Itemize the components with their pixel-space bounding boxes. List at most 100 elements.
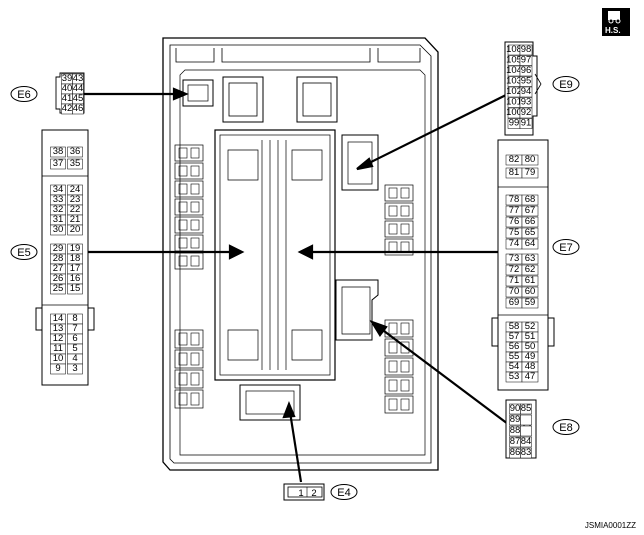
pin-e7-80: 80 [525,154,536,165]
pin-e9-96: 96 [521,65,532,76]
pin-e7-57: 57 [509,331,520,342]
connector-e4: 1 2 E4 [283,483,358,501]
pin-e7-75: 75 [509,227,520,238]
pin-e9-94: 94 [521,86,532,97]
pin-e8-84: 84 [521,436,532,447]
pin-e9-97: 97 [521,55,532,66]
pin-e6-41: 41 [62,93,73,104]
arrowhead-e8 [369,319,388,337]
pin-e5-22: 22 [70,204,81,215]
pin-e8-85: 85 [521,403,532,414]
pin-e5-35: 35 [70,158,81,169]
pin-e5-34: 34 [53,184,64,195]
pin-e7-71: 71 [509,275,520,286]
pin-e9-102: 102 [506,86,522,97]
pin-e8-86: 86 [510,447,521,458]
connector-e4-pin-1: 1 [298,488,303,499]
pin-e5-37: 37 [53,158,64,169]
pin-e5-32: 32 [53,204,64,215]
figure-code: JSMIA0001ZZ [585,521,636,530]
pin-e7-76: 76 [509,216,520,227]
pin-e7-61: 61 [525,275,536,286]
hs-badge-text: H.S. [605,26,621,35]
pin-e7-65: 65 [525,227,536,238]
pin-e7-81: 81 [509,167,520,178]
pin-e7-77: 77 [509,205,520,216]
pin-e7-66: 66 [525,216,536,227]
connector-e4-label: E4 [337,487,350,499]
pin-e7-63: 63 [525,253,536,264]
connector-e9-tag [552,76,580,92]
pin-e9-104: 104 [506,65,522,76]
arrow-e4 [288,411,303,483]
pin-e9-101: 101 [506,97,522,108]
pin-e6-45: 45 [73,93,84,104]
pin-e9-103: 103 [506,76,522,87]
pin-e5-26: 26 [53,273,64,284]
pin-e5-33: 33 [53,194,64,205]
pin-e7-78: 78 [509,194,520,205]
arrow-e8 [379,327,509,425]
connector-e5-label: E5 [17,247,30,259]
pin-e5-13: 13 [53,323,64,334]
pin-e7-79: 79 [525,167,536,178]
arrow-e9 [364,91,513,166]
arrowhead-e6 [172,87,189,101]
pin-e5-14: 14 [53,313,64,324]
pin-e5-16: 16 [70,273,81,284]
pin-e7-72: 72 [509,264,520,275]
connector-e8-tag [552,419,580,435]
pin-e5-36: 36 [70,146,81,157]
pin-e9-91: 91 [521,118,532,129]
leader-lines [84,87,513,483]
pin-e8-90: 90 [510,403,521,414]
pin-e5-19: 19 [70,243,81,254]
connector-e4-pin-2: 2 [311,488,316,499]
pin-e7-48: 48 [525,361,536,372]
pin-e6-44: 44 [73,83,84,94]
pin-e7-54: 54 [509,361,520,372]
pin-e6-39: 39 [62,73,73,84]
pin-e7-52: 52 [525,321,536,332]
pin-e7-70: 70 [509,286,520,297]
pin-e5-17: 17 [70,263,81,274]
pin-e5-9: 9 [55,363,60,374]
arrowhead-e4 [282,401,296,419]
pin-e9-108: 108 [506,44,522,55]
connector-e6-label: E6 [17,89,30,101]
pin-e7-67: 67 [525,205,536,216]
pin-e5-5: 5 [72,343,77,354]
pin-e7-73: 73 [509,253,520,264]
pin-e7-68: 68 [525,194,536,205]
connector-e8-label: E8 [559,422,572,434]
hs-badge: H.S. [602,8,630,36]
pin-e9-99: 99 [509,118,520,129]
pin-e9-100: 100 [506,107,522,118]
connector-e7-label: E7 [559,242,572,254]
pin-e9-92: 92 [521,107,532,118]
pin-e9-93: 93 [521,97,532,108]
pin-e7-59: 59 [525,297,536,308]
pin-e5-18: 18 [70,253,81,264]
connector-e4-tag [330,484,358,500]
pin-e7-60: 60 [525,286,536,297]
pin-e5-15: 15 [70,283,81,294]
car-icon [608,11,620,20]
pin-e7-56: 56 [509,341,520,352]
pin-e6-42: 42 [62,103,73,114]
pin-e5-7: 7 [72,323,77,334]
pin-e6-40: 40 [62,83,73,94]
connector-e6-tag [10,86,38,102]
pin-e6-43: 43 [73,73,84,84]
pin-e5-30: 30 [53,224,64,235]
pin-e7-47: 47 [525,371,536,382]
pin-e7-55: 55 [509,351,520,362]
arrowhead-e5 [228,244,245,260]
